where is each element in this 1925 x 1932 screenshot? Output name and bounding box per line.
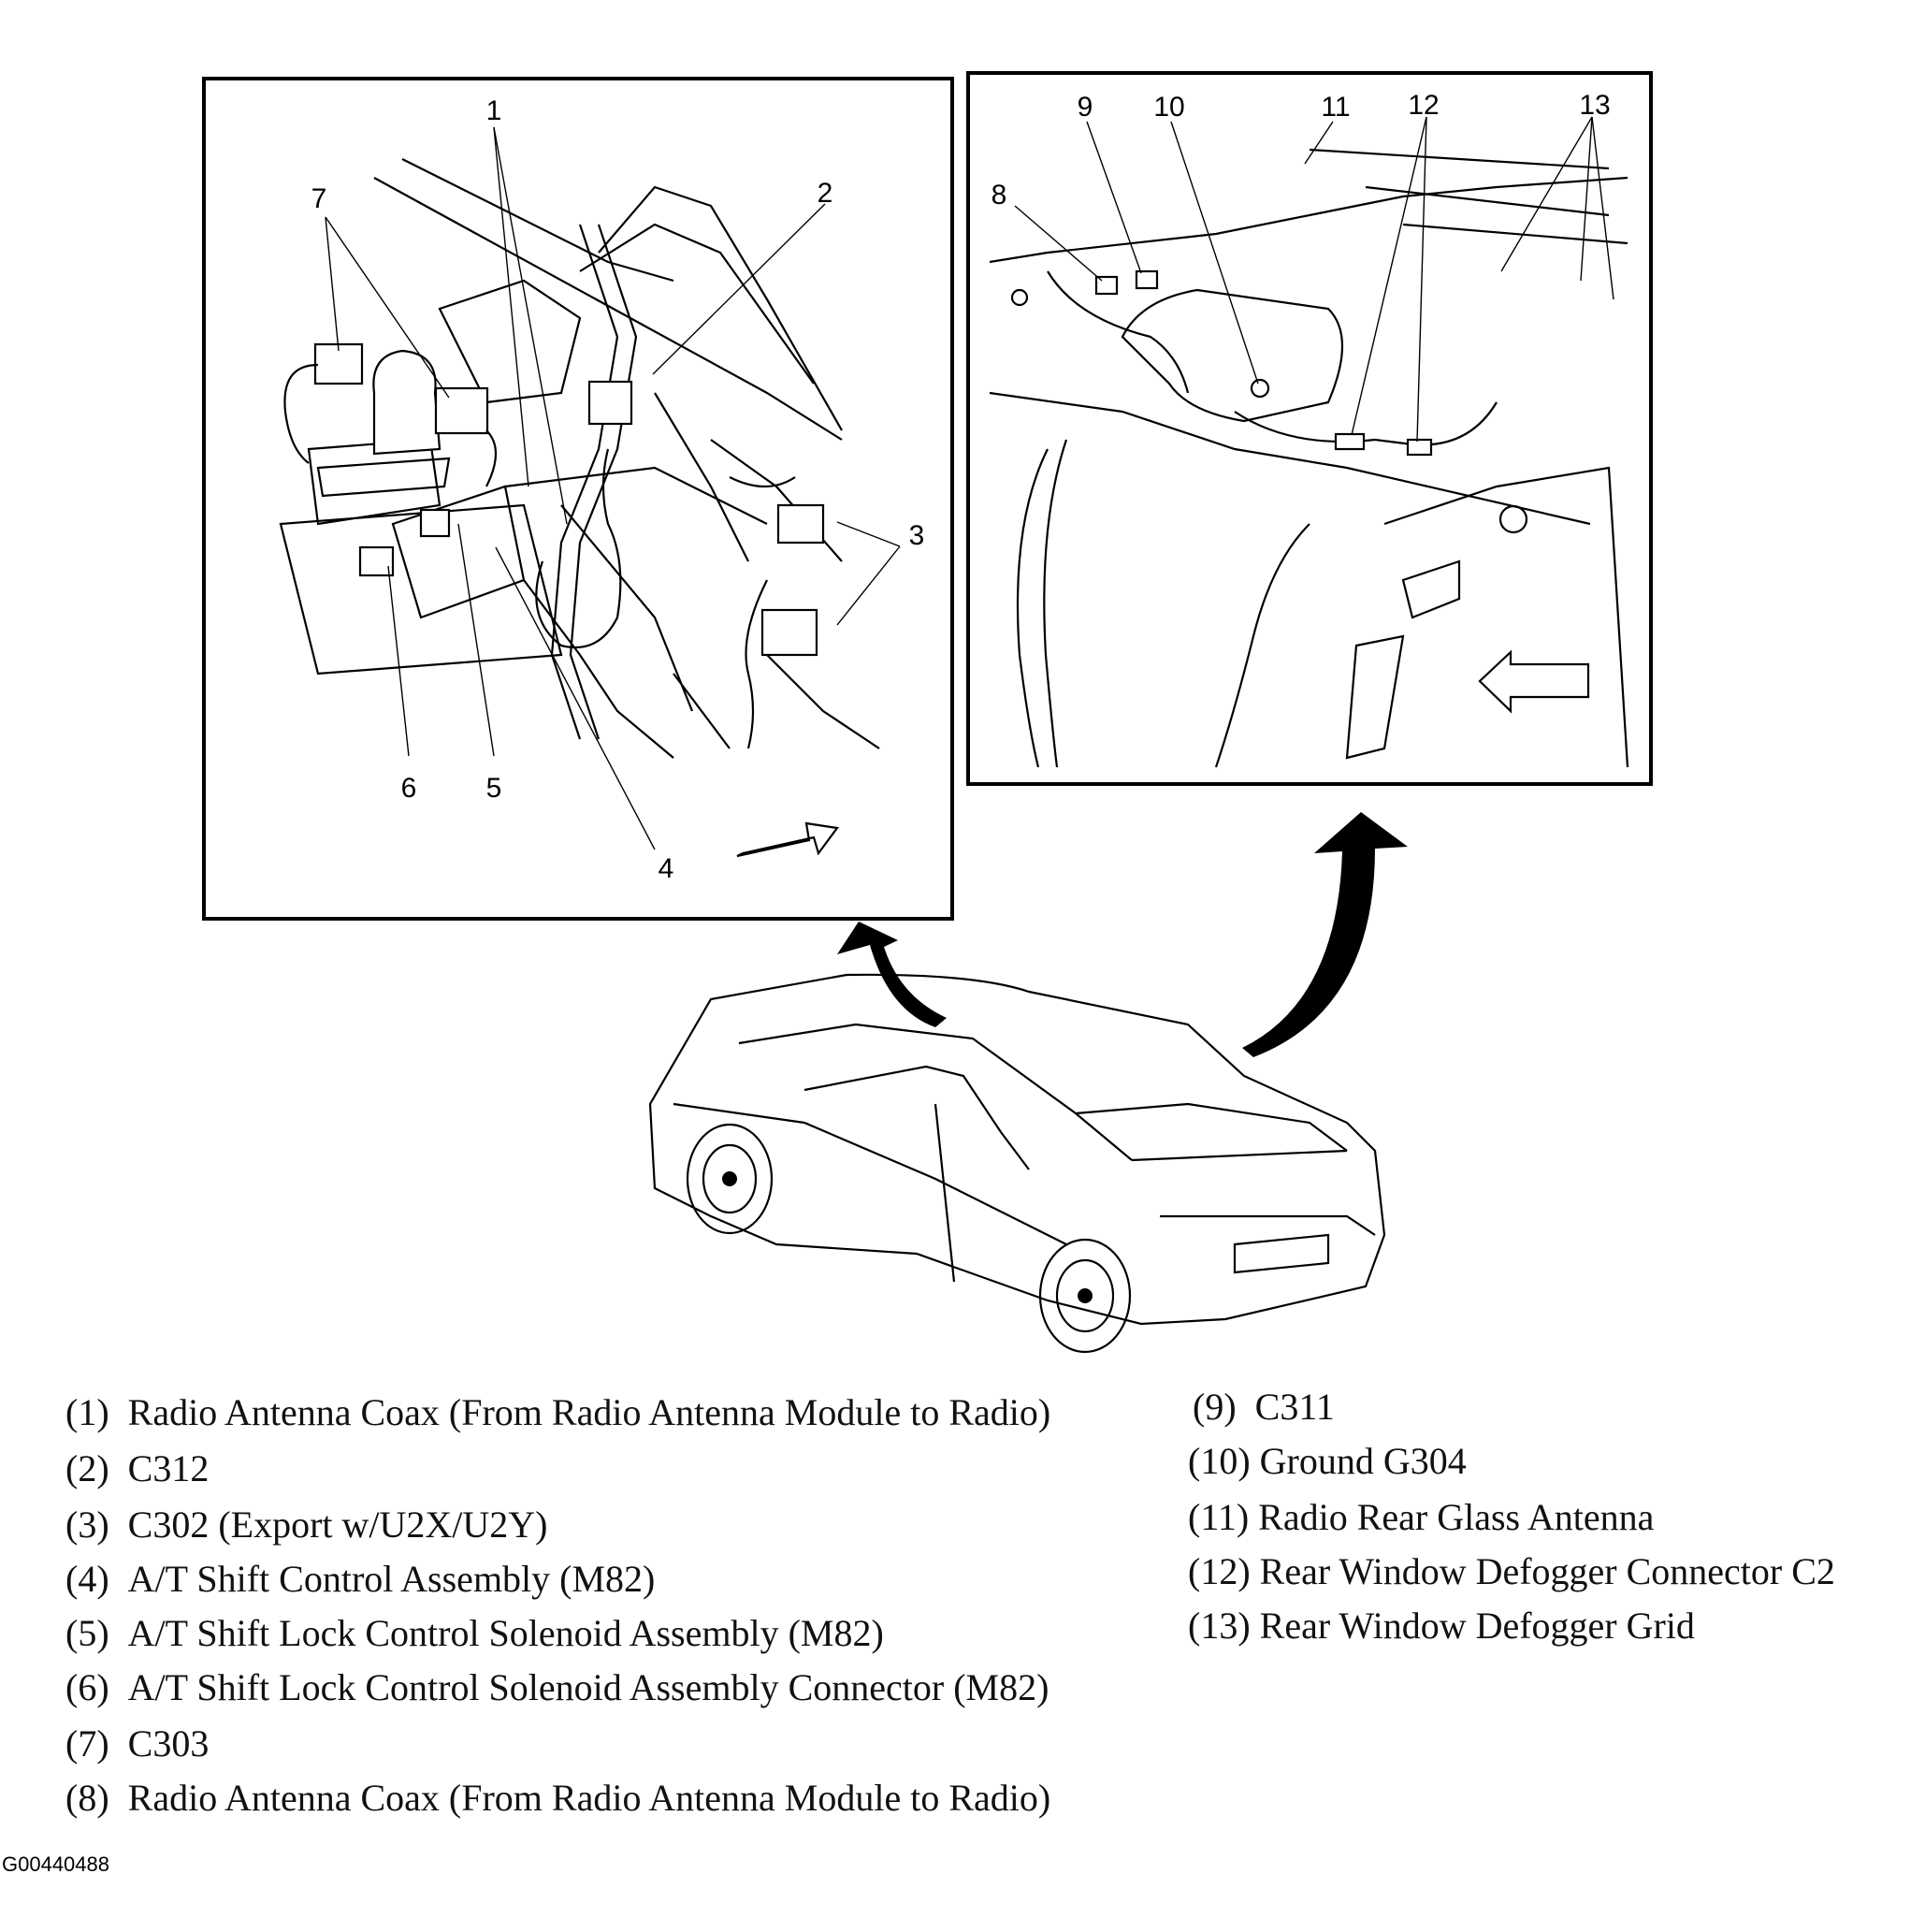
car-illustration [648, 973, 1386, 1354]
legend-item-9: (9) C311 [1193, 1386, 1335, 1428]
callout-9: 9 [1077, 92, 1093, 123]
callout-3: 3 [908, 520, 925, 551]
figure-id: G00440488 [2, 1852, 109, 1876]
left-detail-panel [202, 77, 954, 921]
legend-item-12: (12) Rear Window Defogger Connector C2 [1188, 1550, 1835, 1592]
legend-item-6: (6) A/T Shift Lock Control Solenoid Asse… [65, 1666, 1049, 1708]
callout-11: 11 [1321, 92, 1351, 123]
legend-item-5: (5) A/T Shift Lock Control Solenoid Asse… [65, 1612, 884, 1654]
right-detail-panel [966, 71, 1653, 786]
legend-item-8: (8) Radio Antenna Coax (From Radio Anten… [65, 1777, 1051, 1819]
legend-item-13: (13) Rear Window Defogger Grid [1188, 1605, 1695, 1647]
legend-item-7: (7) C303 [65, 1722, 210, 1765]
callout-12: 12 [1408, 90, 1440, 121]
callout-2: 2 [817, 178, 833, 209]
legend-item-2: (2) C312 [65, 1447, 210, 1489]
callout-8: 8 [991, 180, 1007, 211]
callout-5: 5 [485, 773, 502, 804]
legend-item-11: (11) Radio Rear Glass Antenna [1188, 1496, 1655, 1538]
legend-item-3: (3) C302 (Export w/U2X/U2Y) [65, 1503, 548, 1546]
legend-item-1: (1) Radio Antenna Coax (From Radio Anten… [65, 1391, 1051, 1433]
callout-6: 6 [400, 773, 417, 804]
callout-4: 4 [658, 853, 674, 884]
callout-10: 10 [1153, 92, 1185, 123]
legend-item-4: (4) A/T Shift Control Assembly (M82) [65, 1558, 656, 1600]
callout-13: 13 [1579, 90, 1611, 121]
legend-item-10: (10) Ground G304 [1188, 1440, 1467, 1482]
callout-1: 1 [485, 95, 502, 126]
callout-7: 7 [311, 183, 327, 214]
